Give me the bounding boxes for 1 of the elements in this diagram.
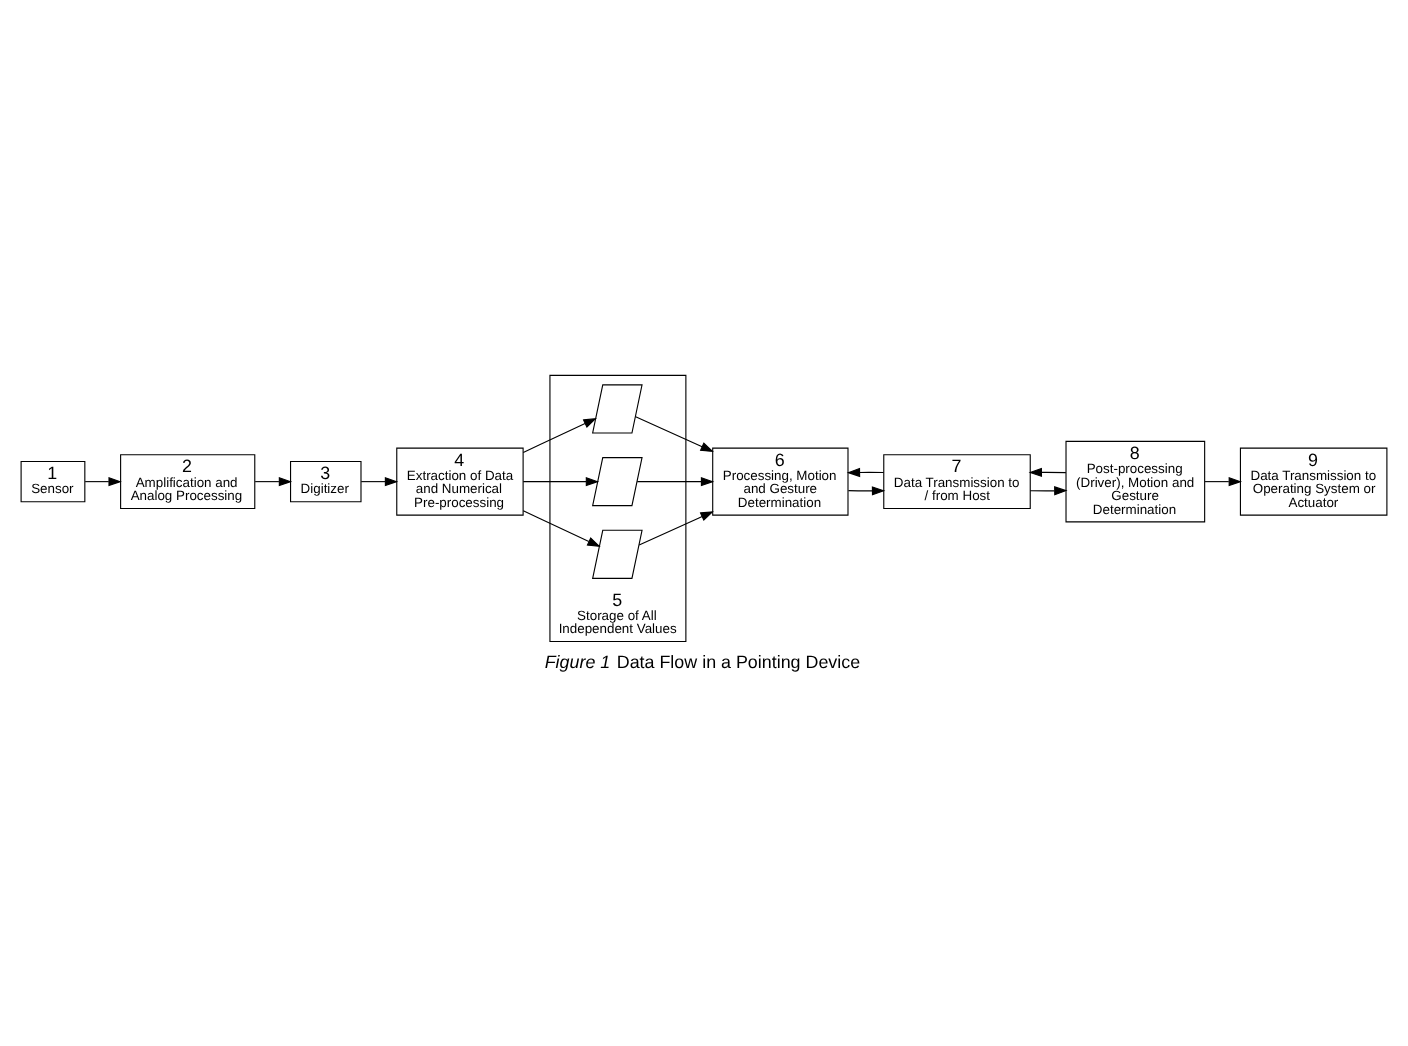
caption: Figure 1 Data Flow in a Pointing Device	[544, 652, 861, 673]
